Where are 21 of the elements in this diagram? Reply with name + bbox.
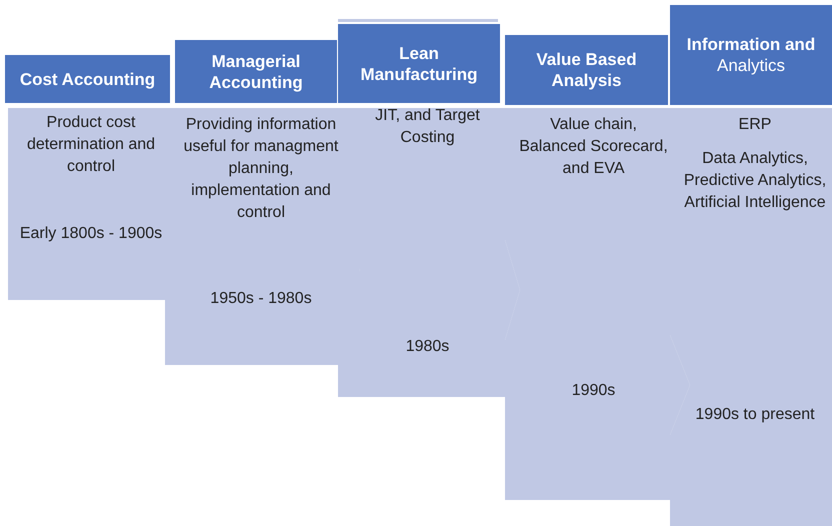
description-text: JIT, and Target Costing	[374, 106, 481, 148]
heading-text: Value Based Analysis	[535, 49, 638, 91]
description-text: ERP	[738, 115, 772, 135]
period-text: 1980s	[404, 337, 450, 357]
period-text: 1990s to present	[694, 405, 816, 425]
header-box	[338, 24, 500, 103]
description-text: Providing information useful for managment planning, implementation and control	[182, 115, 340, 223]
header-box	[505, 35, 668, 105]
heading-text: Lean Manufacturing	[359, 42, 479, 84]
description-text: Value chain, Balanced Scorecard, and EVA	[518, 115, 669, 179]
header-box	[5, 55, 170, 103]
header-box	[670, 5, 832, 105]
period-text: 1950s - 1980s	[209, 289, 313, 309]
period-text: 1990s	[570, 381, 616, 401]
heading-text: Information and Analytics	[686, 34, 816, 76]
heading-text: Cost Accounting	[18, 68, 156, 90]
description-text: Product cost determination and control	[26, 113, 156, 177]
header-box	[175, 40, 337, 103]
description-text: Data Analytics, Predictive Analytics, Artificial Intelligence	[682, 149, 828, 213]
period-text: Early 1800s - 1900s	[18, 224, 164, 244]
heading-text: Managerial Accounting	[208, 50, 304, 92]
